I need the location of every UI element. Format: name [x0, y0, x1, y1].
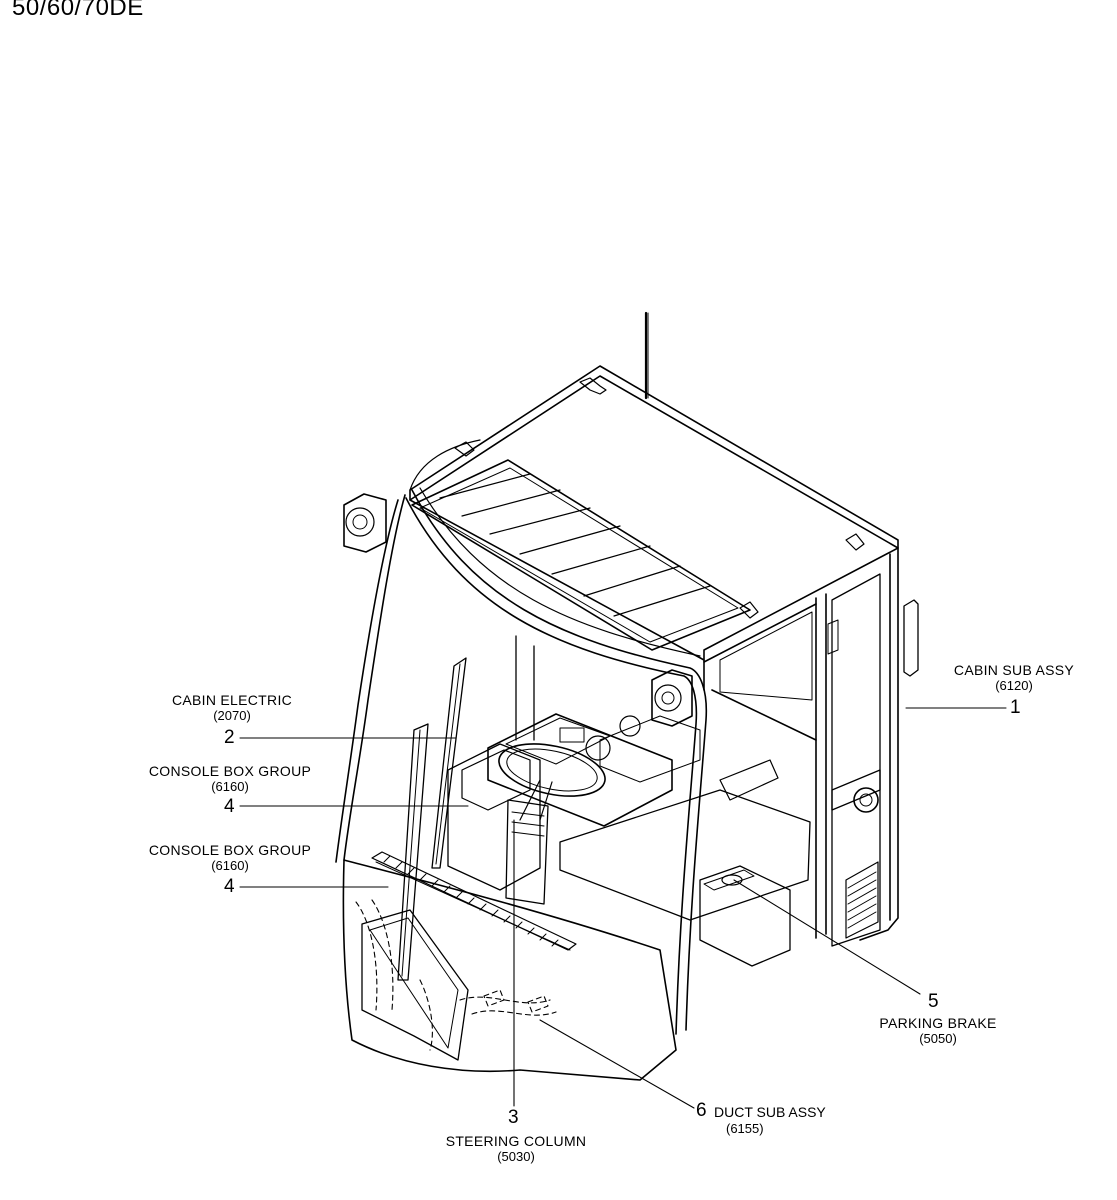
callout-number-3: 3: [508, 1107, 519, 1128]
steering-wheel: [498, 743, 606, 905]
roof-guard: [411, 459, 751, 651]
callout-parking-brake: PARKING BRAKE (5050): [864, 1015, 1012, 1047]
callout-code-cabin-electric: (2070): [213, 708, 251, 723]
callout-cabin-sub-assy: CABIN SUB ASSY (6120): [944, 662, 1084, 694]
front-dash-panel: [342, 851, 677, 1081]
parking-brake-part: [699, 865, 791, 967]
callout-label-cabin-electric: CABIN ELECTRIC: [171, 692, 293, 708]
callout-code-cabin-sub-assy: (6120): [995, 678, 1033, 693]
callout-code-parking-brake: (5050): [919, 1031, 957, 1046]
callout-number-5: 5: [928, 991, 939, 1012]
callout-label-console-box-group-b: CONSOLE BOX GROUP: [148, 842, 312, 858]
callout-label-console-box-group-a: CONSOLE BOX GROUP: [148, 763, 312, 779]
work-light-left: [343, 493, 387, 553]
wiper-arm: [397, 657, 467, 981]
callout-label-cabin-sub-assy: CABIN SUB ASSY: [953, 662, 1075, 678]
page-header-model: 50/60/70DE: [12, 0, 144, 21]
callout-console-box-group-a: CONSOLE BOX GROUP (6160): [130, 763, 330, 795]
callout-code-duct-sub-assy: (6155): [726, 1121, 764, 1136]
leader-lines: [239, 707, 1007, 1109]
callout-label-duct-sub-assy: DUCT SUB ASSY: [714, 1104, 826, 1120]
callout-label-steering-column: STEERING COLUMN: [445, 1133, 587, 1149]
cabin-roof: [409, 365, 899, 661]
callout-code-console-box-group-a: (6160): [211, 779, 249, 794]
floor-plate: [559, 715, 811, 921]
rear-side-panel: [827, 573, 919, 947]
antenna: [644, 311, 649, 400]
front-frame: [335, 439, 708, 1035]
callout-code-steering-column: (5030): [497, 1149, 535, 1164]
callout-label-parking-brake: PARKING BRAKE: [879, 1015, 997, 1031]
callout-number-4b: 4: [224, 876, 235, 897]
rear-frame: [515, 547, 899, 941]
callout-console-box-group-b: CONSOLE BOX GROUP (6160): [130, 842, 330, 874]
callout-code-console-box-group-b: (6160): [211, 858, 249, 873]
callout-cabin-electric: CABIN ELECTRIC (2070): [156, 692, 308, 724]
work-light-right: [651, 669, 693, 727]
callout-number-6: 6: [696, 1100, 707, 1121]
callout-number-4a: 4: [224, 796, 235, 817]
callout-number-1: 1: [1010, 697, 1021, 718]
callout-steering-column: STEERING COLUMN (5030): [426, 1133, 606, 1165]
duct-hoses: [355, 899, 557, 1051]
callout-number-2: 2: [224, 727, 235, 748]
